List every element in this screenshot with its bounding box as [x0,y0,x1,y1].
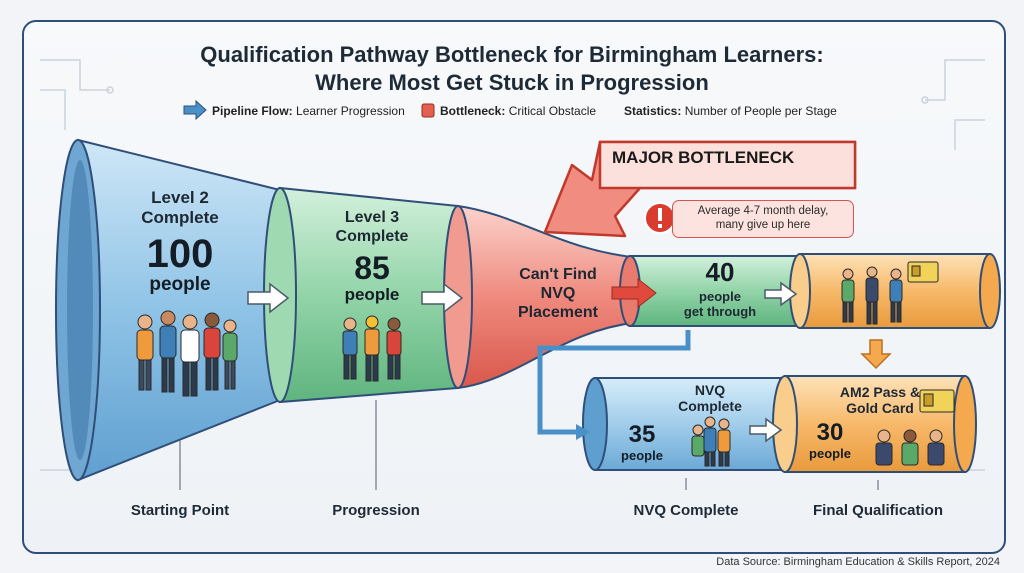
major-bottleneck-arrow [543,140,857,238]
level2-line2: Complete [141,208,219,227]
level3-count: 85 [354,250,390,286]
through-line2: get through [683,304,757,319]
people-am2-icon [875,389,955,466]
people-nvq-icon [691,416,731,467]
through-line1: people [699,289,741,304]
legend-flow: Pipeline Flow: Learner Progression [212,104,405,118]
level2-label: Level 2 Complete [120,188,240,228]
level3-unit: people [344,285,400,304]
nvq-line2: Complete [678,398,742,414]
funnel-level2 [55,138,281,482]
down-arrow [860,339,892,370]
title-line-1: Qualification Pathway Bottleneck for Bir… [200,42,824,67]
bottleneck-line3: Placement [517,304,599,321]
legend-flow-icon [183,99,207,121]
level3-label: Level 3 Complete [312,208,432,246]
legend-bottleneck-key: Bottleneck: [440,104,506,118]
legend-flow-key: Pipeline Flow: [212,104,293,118]
elbow-arrow [537,330,691,435]
am2-label: AM2 Pass & Gold Card [830,384,930,416]
am2-count: 30 [816,419,844,446]
leader-lines [179,400,879,490]
bottom-label-nvq: NVQ Complete [633,502,739,519]
bottleneck-label: Can't Find NVQ Placement [498,265,618,322]
bottom-label-final: Final Qualification [812,502,944,519]
exclamation-icon [644,202,676,234]
major-bottleneck-label: MAJOR BOTTLENECK [612,148,795,167]
legend-bottleneck-desc: Critical Obstacle [508,104,597,118]
legend-stats: Statistics: Number of People per Stage [624,104,837,118]
level2-line1: Level 2 [151,188,209,207]
nvq-unit: people [621,448,663,463]
am2-unit: people [809,446,851,461]
pipe-nvq [582,377,781,471]
am2-line2: Gold Card [846,400,914,416]
title-line-2: Where Most Get Stuck in Progression [315,70,709,95]
delay-callout: Average 4-7 month delay, many give up he… [672,200,854,238]
am2-line1: AM2 Pass & [839,384,921,400]
flow-arrows [247,281,798,443]
data-source: Data Source: Birmingham Education & Skil… [716,556,1000,568]
people-group-level3-icon [342,315,402,382]
level3-line2: Complete [335,228,409,245]
legend-stats-key: Statistics: [624,104,682,118]
through-label: people get through [670,289,770,319]
legend-bottleneck-icon [421,103,435,118]
level2-count: 100 [146,232,214,276]
callout-line1: Average 4-7 month delay, [697,205,829,217]
bottom-label-start: Starting Point [130,502,230,519]
legend-stats-desc: Number of People per Stage [684,104,837,118]
legend-bottleneck: Bottleneck: Critical Obstacle [440,104,596,118]
bottleneck-line1: Can't Find [519,266,597,283]
nvq-label: NVQ Complete [660,382,760,414]
legend-flow-desc: Learner Progression [296,104,405,118]
nvq-line1: NVQ [694,382,726,398]
callout-line2: many give up here [715,219,811,231]
level3-line1: Level 3 [344,209,400,226]
bottleneck-line2: NVQ [540,285,576,302]
bottleneck-arrow [611,277,657,309]
nvq-count: 35 [628,421,656,448]
through-count: 40 [705,257,735,287]
people-final-top-icon [841,261,939,325]
bottom-label-progression: Progression [332,502,420,519]
people-group-level2-icon [136,310,238,397]
level2-unit: people [149,274,211,295]
